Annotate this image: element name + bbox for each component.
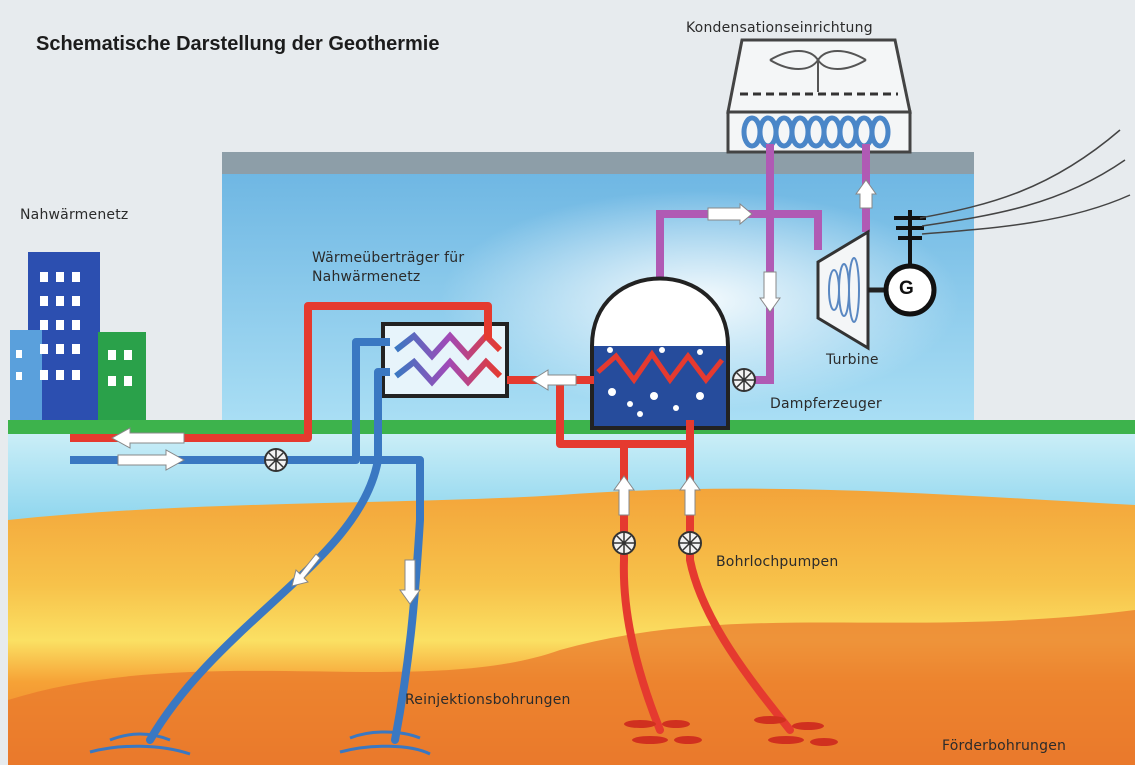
label-nahwaermenetz: Nahwärmenetz [20,207,129,223]
network-pump-icon [264,448,288,472]
label-turbine: Turbine [826,352,879,368]
power-lines [919,129,1131,235]
steam-generator-vessel [590,276,730,430]
label-waermeuebertraeger: Wärmeüberträger für Nahwärmenetz [312,249,464,287]
label-reinjektionsbohrungen: Reinjektionsbohrungen [405,692,571,708]
city-buildings-icon [10,252,146,420]
generator-letter: G [899,278,914,299]
flow-arrows-steam [707,179,877,313]
ground-surface [8,420,1135,434]
circulation-pump-icon [732,368,756,392]
production-fractures [624,716,838,746]
label-waermeuebertraeger-line2: Nahwärmenetz [312,269,421,285]
deep-earth-layer [8,610,1135,765]
building-roof [222,152,974,174]
diagram-title: Schematische Darstellung der Geothermie [36,33,440,55]
label-dampferzeuger: Dampferzeuger [770,396,882,412]
borehole-pump-icon [612,531,702,555]
label-foerderbohrungen: Förderbohrungen [942,738,1067,754]
condenser-unit [726,38,912,154]
production-wells [619,556,794,734]
reinjection-wells [146,456,424,744]
label-kondensationseinrichtung: Kondensationseinrichtung [686,20,873,36]
label-waermeuebertraeger-line1: Wärmeüberträger für [312,250,465,266]
flow-arrows [110,369,701,605]
label-bohrlochpumpen: Bohrlochpumpen [716,554,839,570]
reinjection-fractures [89,730,431,756]
